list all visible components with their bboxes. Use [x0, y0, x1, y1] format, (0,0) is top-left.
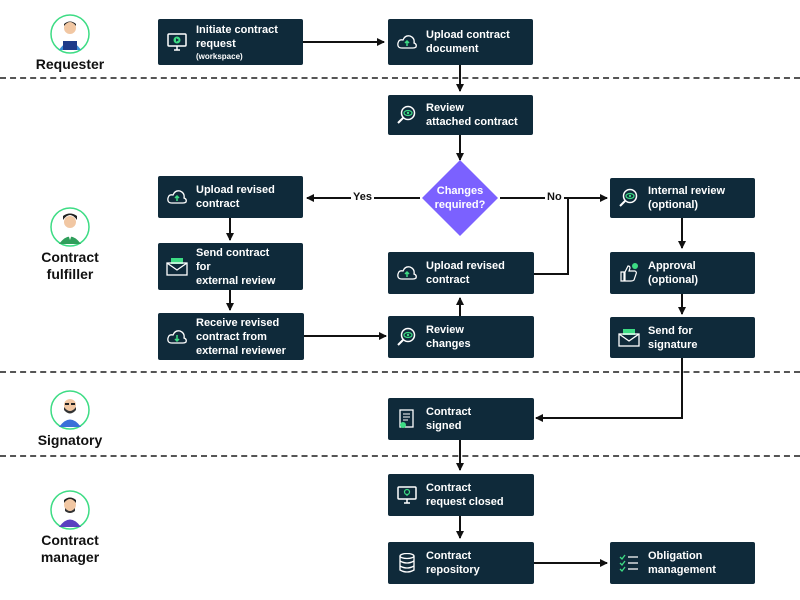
node-label: Upload revised contract: [426, 260, 505, 286]
checklist-icon: [610, 554, 648, 572]
monitor-lightbulb-icon: [388, 486, 426, 504]
node-review-attached-contract[interactable]: Review attached contract: [388, 95, 533, 135]
lane-contract-manager: Contract manager: [15, 490, 125, 566]
monitor-play-icon: [158, 33, 196, 51]
fulfiller-avatar-icon: [50, 207, 90, 247]
lane-requester: Requester: [15, 14, 125, 73]
node-label: Upload revised contract: [196, 184, 275, 210]
decision-diamond-shape: [422, 160, 498, 236]
node-contract-repository[interactable]: Contract repository: [388, 542, 534, 584]
node-contract-signed[interactable]: Contract signed: [388, 398, 534, 440]
signatory-avatar-icon: [50, 390, 90, 430]
edge-label-yes: Yes: [351, 191, 374, 203]
magnifier-eye-icon: [388, 327, 426, 347]
magnifier-eye-icon: [388, 105, 426, 125]
decision-label: Changes required?: [434, 185, 486, 211]
node-initiate-contract-request[interactable]: Initiate contract request(workspace): [158, 19, 303, 65]
lane-label: Contract manager: [40, 532, 100, 565]
cloud-upload-icon: [388, 265, 426, 281]
node-label: Review attached contract: [426, 102, 518, 128]
decision-changes-required[interactable]: Changes required?: [420, 158, 500, 238]
node-label: Contract request closed: [426, 482, 504, 508]
node-label: Internal review (optional): [648, 185, 726, 211]
requester-avatar-icon: [50, 14, 90, 54]
lane-divider: [0, 455, 800, 457]
node-label: Contract repository: [426, 550, 480, 576]
node-approval[interactable]: Approval (optional): [610, 252, 755, 294]
signed-document-icon: [388, 409, 426, 429]
cloud-upload-icon: [158, 189, 196, 205]
manager-avatar-icon: [50, 490, 90, 530]
node-label: Upload contract document: [426, 29, 510, 55]
cloud-download-icon: [158, 329, 196, 345]
node-send-for-signature[interactable]: Send for signature: [610, 317, 755, 358]
lane-contract-fulfiller: Contract fulfiller: [15, 207, 125, 283]
envelope-icon: [158, 257, 196, 276]
node-receive-revised-contract[interactable]: Receive revised contract from external r…: [158, 313, 304, 360]
edge-upload-loop-to-no: [534, 198, 569, 275]
node-label: Send for signature: [648, 324, 698, 351]
node-label: Obligation management: [648, 550, 716, 576]
magnifier-eye-icon: [610, 188, 648, 208]
node-review-changes[interactable]: Review changes: [388, 316, 534, 358]
lane-label: Contract fulfiller: [41, 249, 99, 282]
node-label: Contract signed: [426, 406, 472, 432]
node-upload-revised-contract-left[interactable]: Upload revised contract: [158, 176, 303, 218]
lane-divider: [0, 77, 800, 79]
node-send-contract-external-review[interactable]: Send contract for external review: [158, 243, 303, 290]
lane-signatory: Signatory: [15, 390, 125, 449]
lane-divider: [0, 371, 800, 373]
lane-label: Requester: [35, 56, 105, 72]
database-icon: [388, 553, 426, 573]
envelope-icon: [610, 328, 648, 347]
cloud-upload-icon: [388, 34, 426, 50]
thumbs-up-icon: [610, 263, 648, 283]
node-sublabel: (workspace): [196, 51, 243, 61]
node-label: Approval (optional): [648, 260, 699, 286]
edge-send-to-signed: [535, 358, 683, 422]
node-upload-revised-contract-mid[interactable]: Upload revised contract: [388, 252, 534, 294]
node-internal-review[interactable]: Internal review (optional): [610, 178, 755, 218]
node-upload-contract-document[interactable]: Upload contract document: [388, 19, 533, 65]
node-contract-request-closed[interactable]: Contract request closed: [388, 474, 534, 516]
node-label: Initiate contract request: [196, 23, 278, 50]
node-label: Receive revised contract from external r…: [196, 316, 286, 357]
node-label: Review changes: [426, 324, 471, 350]
edge-label-no: No: [545, 191, 564, 203]
lane-label: Signatory: [37, 432, 103, 448]
node-obligation-management[interactable]: Obligation management: [610, 542, 755, 584]
node-label: Send contract for external review: [196, 246, 276, 287]
